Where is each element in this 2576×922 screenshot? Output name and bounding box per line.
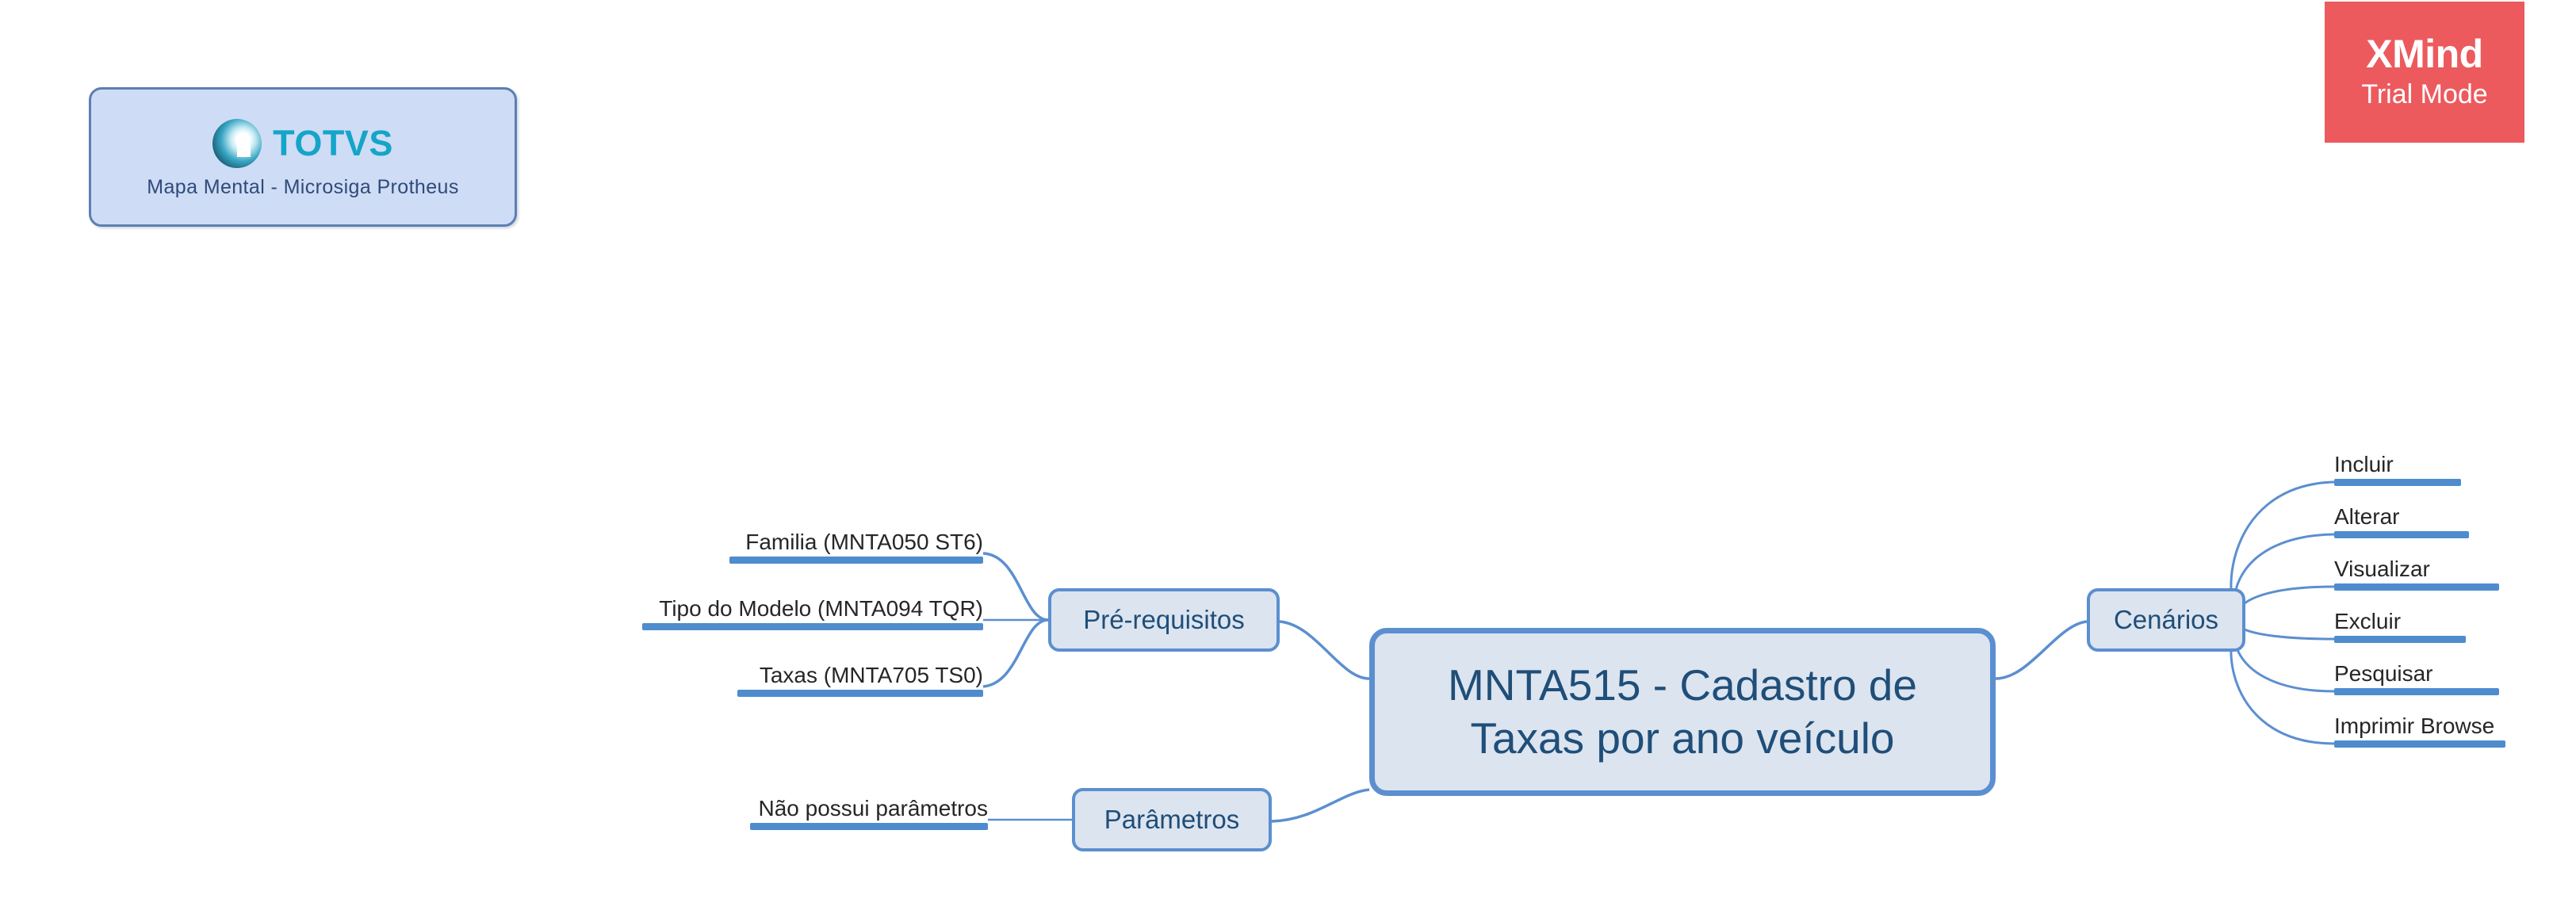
leaf-bar-familia	[729, 557, 983, 564]
xmind-trial-badge: XMind Trial Mode	[2325, 2, 2524, 143]
central-node-line-2: Taxas por ano veículo	[1470, 713, 1895, 763]
leaf-bar-imprimir-browse	[2334, 740, 2505, 748]
leaf-bar-excluir	[2334, 636, 2466, 644]
branch-label-prerequisitos: Pré-requisitos	[1083, 605, 1245, 634]
connector-cenarios-leaf-2	[2233, 533, 2335, 622]
central-node-label: MNTA515 - Cadastro de Taxas por ano veíc…	[1448, 659, 1917, 765]
connector-cenarios-leaf-4	[2236, 618, 2335, 641]
connector-central-cenarios	[1995, 620, 2088, 680]
connector-cenarios-leaf-1	[2230, 480, 2335, 622]
leaf-label-alterar: Alterar	[2334, 504, 2400, 529]
leaf-label-taxas: Taxas (MNTA705 TS0)	[759, 663, 983, 687]
connector-central-prerequisitos	[1279, 620, 1370, 680]
leaf-label-imprimir-browse: Imprimir Browse	[2334, 713, 2495, 738]
branch-node-prerequisitos[interactable]: Pré-requisitos	[1048, 588, 1280, 652]
leaf-label-excluir: Excluir	[2334, 609, 2402, 633]
branch-node-cenarios[interactable]: Cenários	[2087, 588, 2245, 652]
connector-central-parametros	[1271, 788, 1370, 823]
totvs-brand-text: TOTVS	[273, 123, 393, 163]
leaf-taxas[interactable]: Taxas (MNTA705 TS0)	[737, 663, 983, 698]
xmind-badge-subtitle: Trial Mode	[2361, 79, 2488, 109]
central-node-line-1: MNTA515 - Cadastro de	[1447, 660, 1917, 710]
totvs-logo-box: TOTVS Mapa Mental - Microsiga Protheus	[89, 87, 517, 227]
leaf-label-tipo-do-modelo: Tipo do Modelo (MNTA094 TQR)	[659, 596, 983, 621]
totvs-caption: Mapa Mental - Microsiga Protheus	[147, 175, 459, 198]
leaf-bar-alterar	[2334, 531, 2469, 539]
branch-label-parametros: Parâmetros	[1104, 805, 1240, 834]
leaf-visualizar[interactable]: Visualizar	[2334, 557, 2499, 591]
leaf-incluir[interactable]: Incluir	[2334, 452, 2461, 487]
connector-cenarios-leaf-5	[2233, 618, 2335, 693]
leaf-label-familia: Familia (MNTA050 ST6)	[745, 530, 983, 554]
leaf-bar-taxas	[737, 690, 983, 698]
leaf-bar-incluir	[2334, 479, 2461, 487]
totvs-globe-icon	[212, 118, 262, 168]
xmind-badge-title: XMind	[2366, 31, 2483, 76]
leaf-bar-nao-possui-parametros	[750, 823, 988, 831]
connector-prerequisitos-leaf-3	[982, 618, 1049, 688]
leaf-label-pesquisar: Pesquisar	[2334, 661, 2433, 686]
leaf-nao-possui-parametros[interactable]: Não possui parâmetros	[750, 796, 988, 831]
branch-node-parametros[interactable]: Parâmetros	[1072, 788, 1272, 851]
leaf-bar-visualizar	[2334, 583, 2499, 591]
leaf-bar-pesquisar	[2334, 688, 2499, 696]
leaf-pesquisar[interactable]: Pesquisar	[2334, 661, 2499, 696]
leaf-label-incluir: Incluir	[2334, 452, 2394, 476]
leaf-bar-tipo-do-modelo	[642, 623, 983, 631]
leaf-excluir[interactable]: Excluir	[2334, 609, 2466, 644]
leaf-familia[interactable]: Familia (MNTA050 ST6)	[729, 530, 983, 564]
leaf-label-visualizar: Visualizar	[2334, 557, 2430, 581]
leaf-tipo-do-modelo[interactable]: Tipo do Modelo (MNTA094 TQR)	[642, 596, 983, 631]
connector-cenarios-leaf-6	[2230, 618, 2335, 745]
connector-prerequisitos-leaf-1	[982, 552, 1049, 622]
totvs-logo-row: TOTVS	[212, 118, 393, 168]
branch-label-cenarios: Cenários	[2113, 605, 2219, 634]
leaf-alterar[interactable]: Alterar	[2334, 504, 2469, 539]
leaf-label-nao-possui-parametros: Não possui parâmetros	[758, 796, 988, 821]
connector-cenarios-leaf-3	[2236, 585, 2335, 622]
leaf-imprimir-browse[interactable]: Imprimir Browse	[2334, 713, 2505, 748]
central-node[interactable]: MNTA515 - Cadastro de Taxas por ano veíc…	[1369, 628, 1996, 796]
